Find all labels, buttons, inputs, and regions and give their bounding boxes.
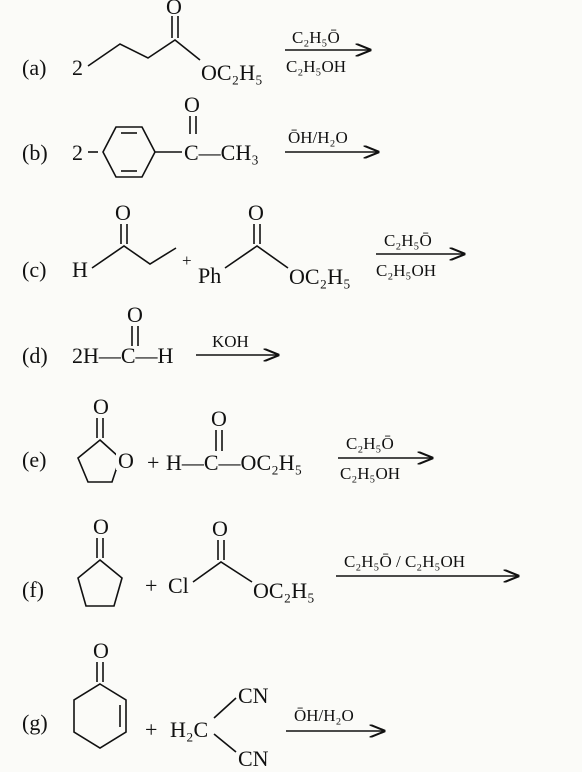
reaction-d: (d) 2H—C—H O KOH <box>22 302 278 368</box>
chlorine: Cl <box>168 573 189 598</box>
reaction-a: (a) 2 O OC₂H₅ C₂H₅Ō C₂H₅OH <box>22 0 370 85</box>
plus-sign: + <box>145 717 157 742</box>
ethoxy-group: OC₂H₅ <box>201 60 263 85</box>
aldehyde-chain <box>91 245 177 269</box>
plus-sign: + <box>145 573 157 598</box>
nitrile-top: CN <box>238 683 269 708</box>
carbonyl-oxygen: O <box>212 516 228 541</box>
reaction-e: (e) O O + H—C—OC₂H₅ O C₂H₅Ō C₂H₅OH <box>22 394 432 483</box>
reagent-base: C₂H₅Ō <box>292 28 340 47</box>
formate-formula: H—C—OC₂H₅ <box>166 450 302 475</box>
reaction-label: (g) <box>22 710 48 735</box>
formaldehyde-formula: 2H—C—H <box>72 343 174 368</box>
cyclopentanone-ring <box>77 558 123 607</box>
reaction-g: (g) O + H₂C CN CN ŌH/H₂O <box>22 638 384 771</box>
ring-oxygen: O <box>118 448 134 473</box>
ethoxy-group: OC₂H₅ <box>253 578 315 603</box>
reaction-f: (f) O + Cl O OC₂H₅ C₂H₅Ō / C₂H₅OH <box>22 514 518 607</box>
methylene-group: H₂C <box>170 717 208 742</box>
reaction-label: (e) <box>22 447 46 472</box>
benzene-ring <box>102 126 156 178</box>
acetyl-group: C—CH₃ <box>184 140 259 165</box>
reagent-base: KOH <box>212 332 249 351</box>
reaction-label: (a) <box>22 55 46 80</box>
lactone-ring <box>77 438 121 483</box>
reaction-label: (d) <box>22 343 48 368</box>
ethoxy-group: OC₂H₅ <box>289 264 351 289</box>
cyclohexenone-ring <box>73 683 127 749</box>
carbonyl-oxygen: O <box>166 0 182 19</box>
reaction-label: (b) <box>22 140 48 165</box>
carbon-chain <box>87 39 201 67</box>
reaction-b: (b) 2 O C—CH₃ ŌH/H₂O <box>22 92 378 178</box>
chloroformate-chain <box>192 561 253 583</box>
formate-oxygen: O <box>211 406 227 431</box>
h-atom: H <box>72 257 88 282</box>
ester-chain <box>224 245 289 269</box>
ketone-oxygen: O <box>93 514 109 539</box>
ketone-oxygen: O <box>93 638 109 663</box>
phenyl: Ph <box>198 263 221 288</box>
coefficient: 2 <box>72 140 83 165</box>
reagent-base: C₂H₅Ō <box>384 231 432 250</box>
reaction-label: (c) <box>22 257 46 282</box>
reagent-conditions: C₂H₅Ō / C₂H₅OH <box>344 552 465 571</box>
carbonyl-oxygen: O <box>93 394 109 419</box>
reagent-solvent: C₂H₅OH <box>340 464 400 483</box>
reagent-solvent: C₂H₅OH <box>286 57 346 76</box>
nitrile-bottom: CN <box>238 746 269 771</box>
carbonyl-oxygen: O <box>184 92 200 117</box>
plus-sign: + <box>147 450 159 475</box>
reaction-label: (f) <box>22 577 44 602</box>
reagent-base: C₂H₅Ō <box>346 434 394 453</box>
reagent-base: ŌH/H₂O <box>294 706 354 725</box>
coefficient: 2 <box>72 55 83 80</box>
carbonyl-oxygen: O <box>127 302 143 327</box>
reagent-base: ŌH/H₂O <box>288 128 348 147</box>
reagent-solvent: C₂H₅OH <box>376 261 436 280</box>
reaction-c: (c) H O + Ph O OC₂H₅ C₂H₅Ō C₂H₅OH <box>22 200 464 289</box>
carbonyl-oxygen: O <box>248 200 264 225</box>
aldehyde-oxygen: O <box>115 200 131 225</box>
plus-sign: + <box>182 251 192 270</box>
